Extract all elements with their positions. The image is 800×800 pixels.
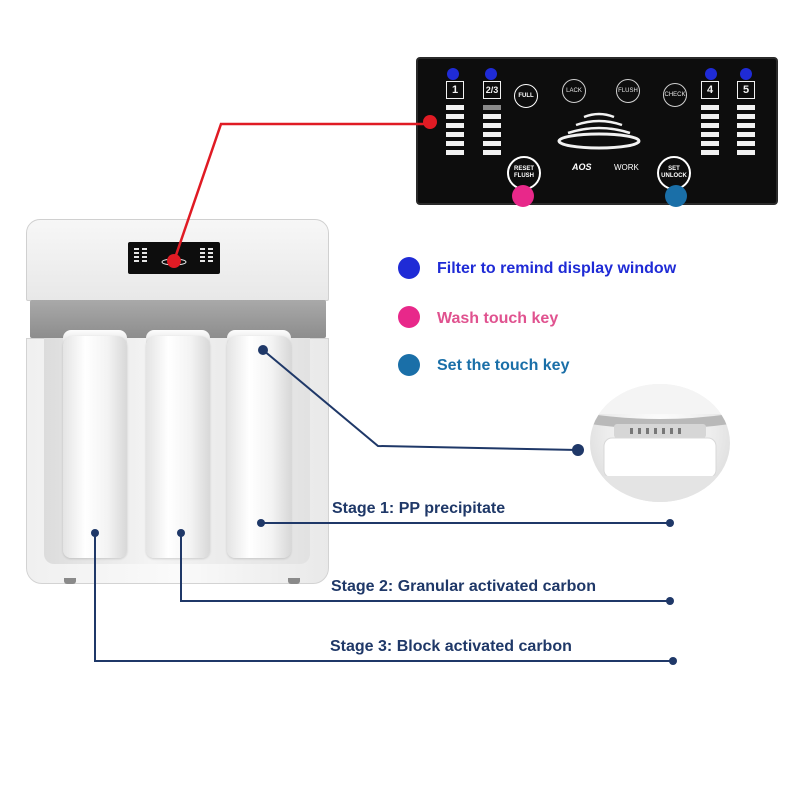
filter-indicator-dot xyxy=(705,68,717,80)
control-panel-closeup: 1 2/3 4 5 FULL LACK FLUSH CHECK RESET FL… xyxy=(416,57,778,205)
legend-dot-wash xyxy=(398,306,420,328)
stage-1-label: Stage 1: PP precipitate xyxy=(332,500,506,517)
water-wave-icon xyxy=(557,112,641,150)
legend-dot-display xyxy=(398,257,420,279)
stage-2-label: Stage 2: Granular activated carbon xyxy=(331,578,596,595)
legend-label-wash-key: Wash touch key xyxy=(437,310,559,327)
filter-slot-label: 2/3 xyxy=(483,81,501,99)
filter-cartridge-stage-3[interactable] xyxy=(63,336,127,558)
filter-slot-label: 4 xyxy=(701,81,719,99)
filter-indicator-dot xyxy=(447,68,459,80)
stage-3-label: Stage 3: Block activated carbon xyxy=(330,638,572,655)
legend-dot-set xyxy=(398,354,420,376)
work-status-text: WORK xyxy=(614,163,639,172)
legend-label-set-key: Set the touch key xyxy=(437,357,570,374)
filter-indicator-dot xyxy=(740,68,752,80)
filter-level-bars xyxy=(737,105,755,159)
filter-indicator-dot xyxy=(485,68,497,80)
filter-slot-label: 1 xyxy=(446,81,464,99)
legend-label-display-window: Filter to remind display window xyxy=(437,260,677,277)
filter-cartridge-stage-2[interactable] xyxy=(146,336,210,558)
machine-foot xyxy=(288,578,300,584)
full-indicator: FULL xyxy=(514,84,538,108)
machine-foot xyxy=(64,578,76,584)
filter-level-bars xyxy=(446,105,464,159)
filter-level-bars xyxy=(701,105,719,159)
check-indicator: CHECK xyxy=(663,83,687,107)
filter-level-bars xyxy=(483,105,501,159)
brand-logo: AOS xyxy=(572,162,592,172)
set-key-marker xyxy=(665,185,687,207)
filter-slot-label: 5 xyxy=(737,81,755,99)
flush-indicator: FLUSH xyxy=(616,79,640,103)
lack-indicator: LACK xyxy=(562,79,586,103)
wash-key-marker xyxy=(512,185,534,207)
